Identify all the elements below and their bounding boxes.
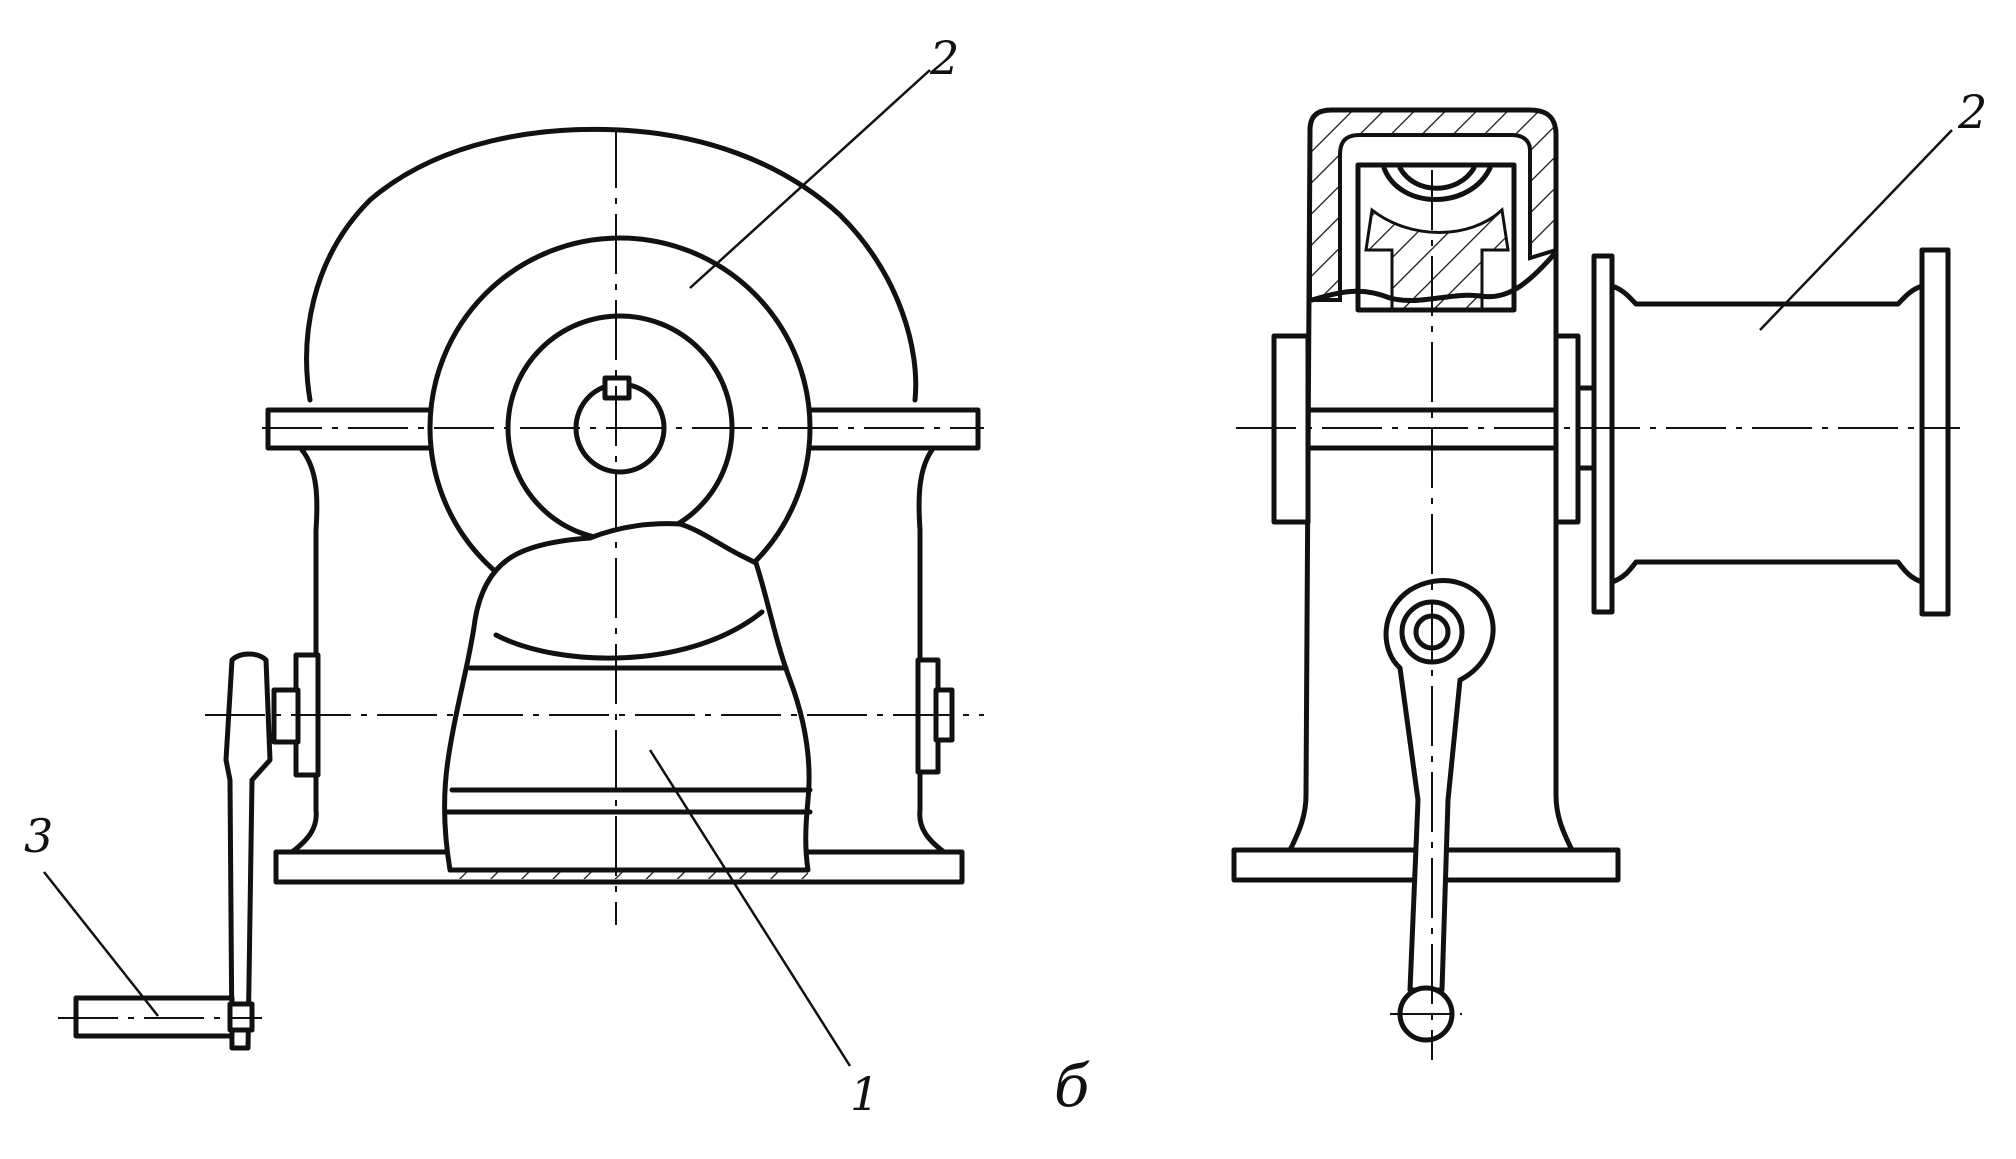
drum-left-flange <box>1591 253 1615 615</box>
drum-right-flange <box>1919 247 1951 617</box>
leader-2-front <box>689 69 931 289</box>
worm-wheel-groove <box>1381 165 1493 202</box>
front-view <box>58 126 984 1051</box>
label-part-1: 1 <box>850 1067 879 1121</box>
label-part-2-side: 2 <box>1957 85 1987 139</box>
label-part-2-front: 2 <box>929 31 959 85</box>
housing-right-wall <box>916 447 947 855</box>
leader-1 <box>648 749 852 1067</box>
crank-arm <box>223 651 273 1051</box>
worm-wheel-hatch <box>1364 206 1510 312</box>
worm-cutaway <box>442 521 812 873</box>
housing-left-wall <box>289 447 320 855</box>
side-crank-arm <box>1383 578 1496 993</box>
figure-caption: б <box>1054 1052 1090 1120</box>
leader-2-side <box>1759 129 1953 331</box>
gear-housing-dome <box>304 126 919 403</box>
worm-wheel-groove-inner <box>1397 165 1477 191</box>
side-view <box>1231 107 1960 1060</box>
drum-body <box>1609 283 1925 585</box>
label-part-3: 3 <box>24 809 53 863</box>
worm-wheel-rim-arc <box>493 609 765 661</box>
cover-hatched-wall <box>1308 108 1558 302</box>
side-break-line <box>1309 249 1559 303</box>
leader-3 <box>43 871 159 1017</box>
callouts: 2 1 3 2 б <box>24 31 1987 1121</box>
